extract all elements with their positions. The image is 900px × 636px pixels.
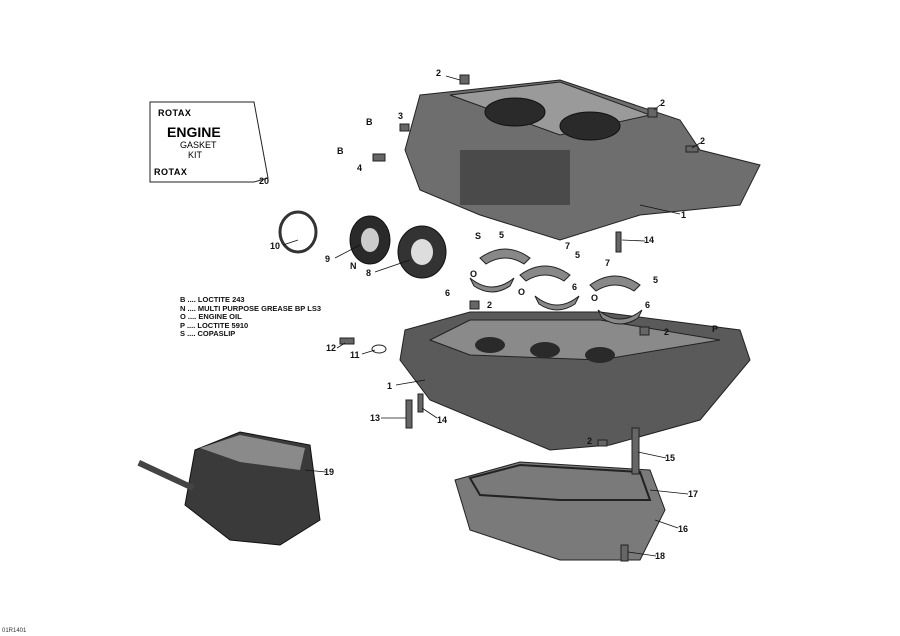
callout-7[interactable]: 7 bbox=[565, 241, 571, 251]
callout-b[interactable]: B bbox=[366, 117, 373, 127]
callout-2[interactable]: 2 bbox=[487, 300, 493, 310]
callout-18[interactable]: 18 bbox=[655, 551, 666, 561]
callout-14[interactable]: 14 bbox=[644, 235, 655, 245]
callout-n[interactable]: N bbox=[350, 261, 357, 271]
bearing-shells[interactable] bbox=[469, 248, 643, 325]
callout-2[interactable]: 2 bbox=[700, 136, 706, 146]
callout-2[interactable]: 2 bbox=[664, 327, 670, 337]
kit-subtitle-1: GASKET bbox=[180, 140, 217, 150]
legend: B .... LOCTITE 243 N .... MULTI PURPOSE … bbox=[180, 295, 321, 339]
callout-6[interactable]: 6 bbox=[572, 282, 578, 292]
legend-item: P .... LOCTITE 5910 bbox=[180, 320, 249, 330]
gasket-kit-box bbox=[149, 101, 269, 183]
callout-16[interactable]: 16 bbox=[678, 524, 689, 534]
callout-20[interactable]: 20 bbox=[259, 176, 270, 186]
snap-ring[interactable] bbox=[278, 210, 318, 254]
callout-11[interactable]: 11 bbox=[350, 350, 360, 360]
callout-5[interactable]: 5 bbox=[499, 230, 505, 240]
kit-brand-top: ROTAX bbox=[158, 108, 192, 118]
callout-2[interactable]: 2 bbox=[587, 436, 593, 446]
callout-1[interactable]: 1 bbox=[387, 381, 393, 391]
callout-19[interactable]: 19 bbox=[324, 467, 335, 477]
callout-5[interactable]: 5 bbox=[575, 250, 581, 260]
kit-subtitle-2: KIT bbox=[188, 150, 203, 160]
gasket-kit[interactable]: ROTAX ENGINE GASKET KIT ROTAX 20 bbox=[150, 102, 269, 186]
diagram-code: 01R1401 bbox=[2, 628, 27, 634]
callout-5[interactable]: 5 bbox=[653, 275, 659, 285]
callout-o[interactable]: O bbox=[518, 287, 526, 297]
callout-12[interactable]: 12 bbox=[326, 343, 337, 353]
callout-2[interactable]: 2 bbox=[436, 68, 442, 78]
legend-item: N .... MULTI PURPOSE GREASE BP LS3 bbox=[180, 303, 321, 313]
cylinder-block[interactable] bbox=[404, 79, 761, 241]
callout-o[interactable]: O bbox=[591, 293, 599, 303]
callout-7[interactable]: 7 bbox=[605, 258, 611, 268]
leader-lines bbox=[282, 75, 701, 557]
callout-17[interactable]: 17 bbox=[688, 489, 699, 499]
kit-title: ENGINE bbox=[167, 124, 221, 140]
callout-14[interactable]: 14 bbox=[437, 415, 448, 425]
callout-b[interactable]: B bbox=[337, 146, 344, 156]
callout-6[interactable]: 6 bbox=[445, 288, 451, 298]
callout-6[interactable]: 6 bbox=[645, 300, 651, 310]
callout-15[interactable]: 15 bbox=[665, 453, 676, 463]
callout-1[interactable]: 1 bbox=[681, 210, 687, 220]
legend-item: S .... COPASLIP bbox=[180, 329, 236, 339]
fasteners[interactable] bbox=[339, 74, 699, 562]
crankcase[interactable] bbox=[399, 311, 751, 451]
callout-10[interactable]: 10 bbox=[270, 241, 281, 251]
callout-3[interactable]: 3 bbox=[398, 111, 404, 121]
complete-engine[interactable] bbox=[137, 431, 321, 546]
callout-p[interactable]: P bbox=[712, 324, 719, 334]
callout-o[interactable]: O bbox=[470, 269, 478, 279]
callout-8[interactable]: 8 bbox=[366, 268, 372, 278]
callout-4[interactable]: 4 bbox=[357, 163, 363, 173]
callout-9[interactable]: 9 bbox=[325, 254, 331, 264]
kit-brand-bottom: ROTAX bbox=[154, 167, 188, 177]
oil-pan[interactable] bbox=[454, 461, 666, 561]
callout-13[interactable]: 13 bbox=[370, 413, 381, 423]
callout-s[interactable]: S bbox=[475, 231, 482, 241]
callout-2[interactable]: 2 bbox=[660, 98, 666, 108]
legend-item: O .... ENGINE OIL bbox=[180, 312, 242, 322]
legend-item: B .... LOCTITE 243 bbox=[180, 295, 245, 304]
